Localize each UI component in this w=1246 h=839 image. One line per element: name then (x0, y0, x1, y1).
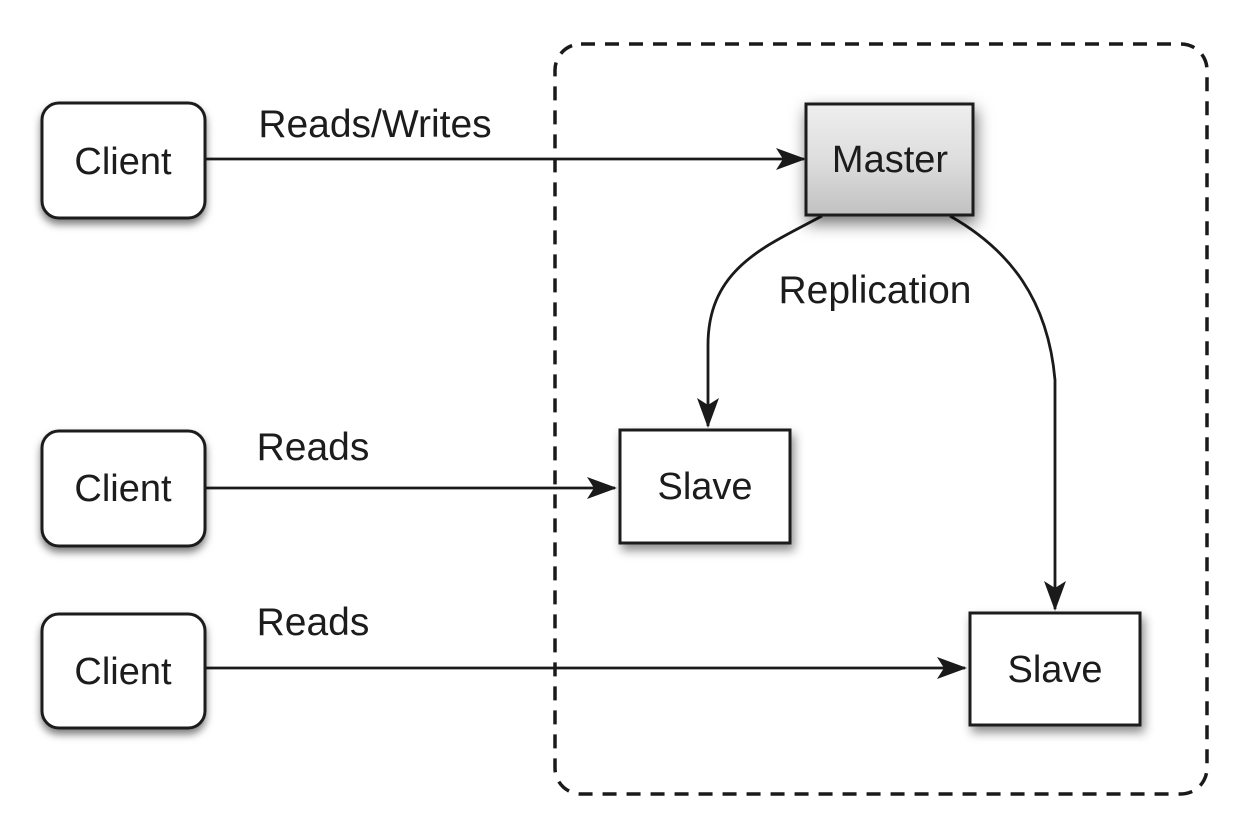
edge-label-reads-top: Reads (257, 426, 370, 469)
client-2-box (40, 429, 207, 548)
master-label: Master (832, 139, 948, 181)
edge-replication: Replication (697, 214, 1066, 611)
client-node-2: Client (40, 429, 207, 548)
client-node-1: Client (40, 101, 207, 220)
client-3-label: Client (74, 651, 172, 693)
client-1-label: Client (74, 141, 172, 183)
slave-node-2: Slave (968, 611, 1142, 727)
master-node: Master (804, 102, 975, 217)
edge-reads-bottom: Reads (205, 601, 967, 679)
slave-2-label: Slave (1007, 649, 1102, 691)
master-box (804, 102, 975, 217)
edge-replication-left-curve (697, 214, 823, 428)
client-1-box (40, 101, 207, 220)
edge-reads-top: Reads (205, 426, 617, 499)
edge-reads-writes: Reads/Writes (203, 103, 806, 170)
edge-label-reads-bottom: Reads (257, 601, 370, 644)
slave-node-1: Slave (618, 428, 792, 545)
edge-label-reads-writes: Reads/Writes (258, 103, 491, 146)
edge-label-replication: Replication (779, 269, 972, 312)
client-3-box (40, 612, 207, 730)
edge-replication-right-curve (949, 214, 1066, 611)
client-2-label: Client (74, 468, 172, 510)
client-node-3: Client (40, 612, 207, 730)
database-cluster-boundary (553, 42, 1209, 796)
slave-2-box (968, 611, 1142, 727)
slave-1-box (618, 428, 792, 545)
slave-1-label: Slave (657, 466, 752, 508)
